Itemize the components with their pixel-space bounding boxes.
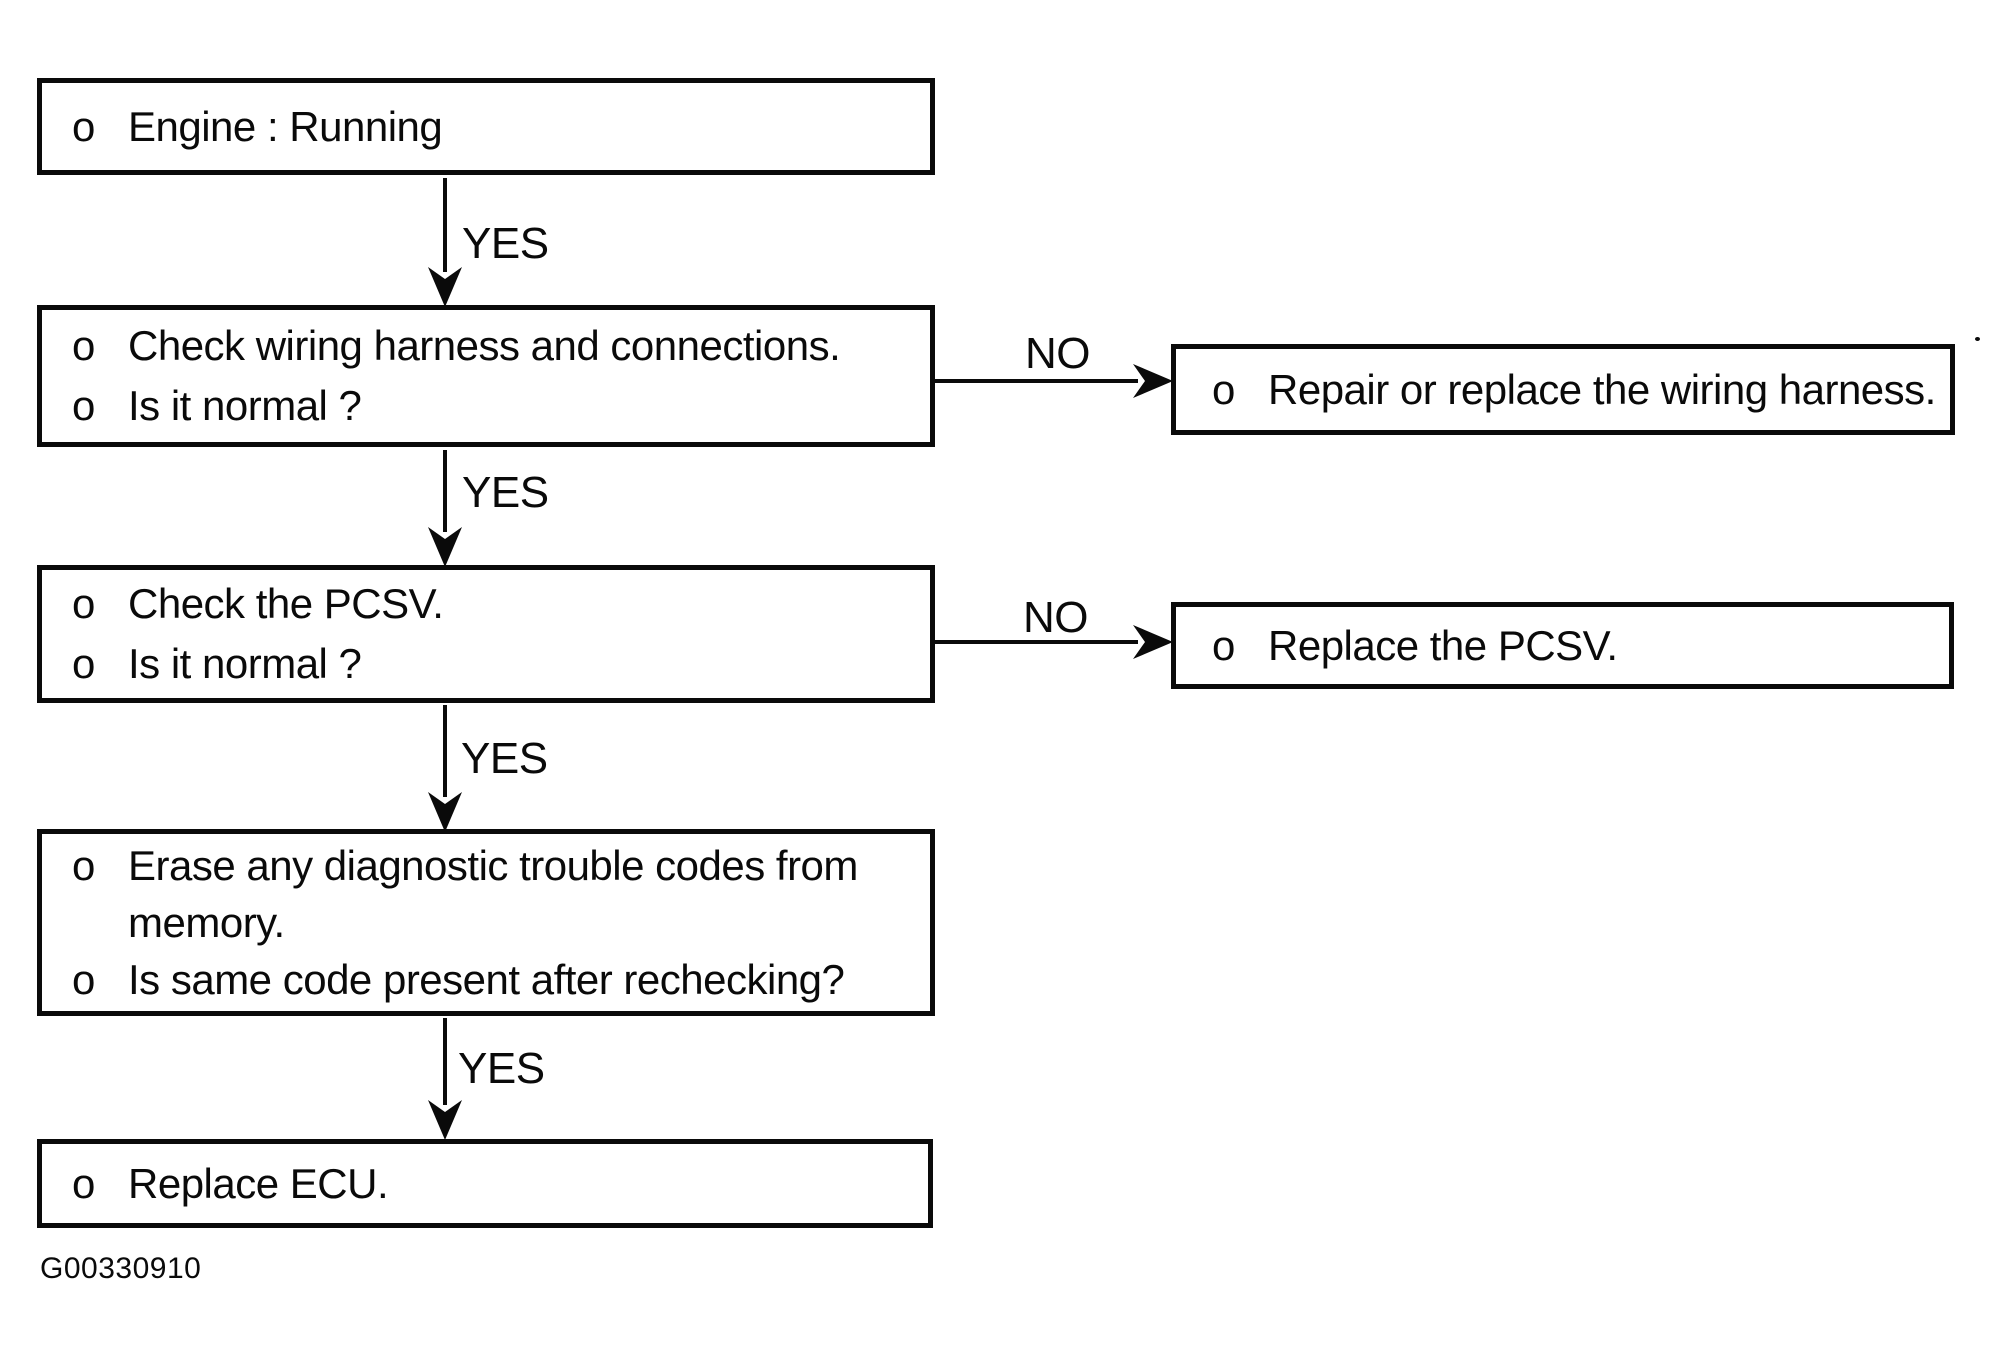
node-text: Repair or replace the wiring harness.	[1268, 365, 1936, 413]
node-text: Engine : Running	[128, 102, 443, 150]
bullet-marker: o	[1212, 365, 1235, 413]
node-line: o Is it normal ?	[72, 634, 920, 694]
bullet-marker: o	[72, 842, 95, 889]
node-text: Is same code present after rechecking?	[128, 956, 845, 1003]
node-erase-codes: o Erase any diagnostic trouble codes fro…	[37, 829, 935, 1016]
bullet-marker: o	[72, 580, 95, 627]
figure-id-caption: G00330910	[40, 1252, 202, 1285]
node-text: Replace ECU.	[128, 1159, 389, 1207]
arrow-erase-codes-to-replace-ecu	[428, 1018, 462, 1140]
node-text: Check wiring harness and connections.	[128, 322, 841, 369]
node-line: o Engine : Running	[72, 97, 920, 157]
node-line: o Erase any diagnostic trouble codes fro…	[72, 837, 920, 894]
bullet-marker	[72, 894, 128, 951]
arrow-engine-to-check-wiring	[428, 178, 462, 307]
node-line: o Replace ECU.	[72, 1154, 918, 1214]
node-line: memory.	[72, 894, 920, 951]
node-line: o Is it normal ?	[72, 376, 920, 436]
bullet-marker: o	[72, 322, 95, 369]
yes-label-4: YES	[458, 1044, 545, 1093]
node-line: o Check wiring harness and connections.	[72, 316, 920, 376]
no-label-2: NO	[1023, 593, 1089, 642]
bullet-marker: o	[72, 640, 95, 687]
no-label-1: NO	[1025, 329, 1091, 378]
bullet-marker: o	[72, 956, 95, 1003]
node-text: Erase any diagnostic trouble codes from	[128, 842, 858, 889]
scan-speck	[1975, 337, 1980, 341]
node-text: Check the PCSV.	[128, 580, 444, 627]
node-text: Is it normal ?	[128, 382, 362, 429]
arrow-check-pcsv-to-erase-codes	[428, 705, 462, 832]
bullet-marker: o	[72, 382, 95, 429]
node-line: o Repair or replace the wiring harness.	[1212, 360, 1940, 420]
node-text: Replace the PCSV.	[1268, 621, 1618, 669]
arrow-check-pcsv-to-replace-pcsv	[935, 625, 1173, 659]
node-replace-ecu: o Replace ECU.	[37, 1139, 933, 1228]
node-text: Is it normal ?	[128, 640, 362, 687]
yes-label-3: YES	[461, 734, 548, 783]
arrow-check-wiring-to-check-pcsv	[428, 450, 462, 567]
node-line: o Check the PCSV.	[72, 574, 920, 634]
bullet-marker: o	[72, 1159, 95, 1207]
yes-label-2: YES	[462, 468, 549, 517]
node-check-pcsv: o Check the PCSV. o Is it normal ?	[37, 565, 935, 703]
yes-label-1: YES	[462, 219, 549, 268]
node-line: o Is same code present after rechecking?	[72, 951, 920, 1008]
arrow-check-wiring-to-repair-wiring	[935, 364, 1173, 398]
node-text: memory.	[128, 899, 285, 946]
node-repair-wiring: o Repair or replace the wiring harness.	[1171, 344, 1955, 435]
node-engine-running: o Engine : Running	[37, 78, 935, 175]
node-line: o Replace the PCSV.	[1212, 616, 1939, 676]
node-check-wiring: o Check wiring harness and connections. …	[37, 305, 935, 447]
node-replace-pcsv: o Replace the PCSV.	[1171, 602, 1954, 689]
bullet-marker: o	[1212, 621, 1235, 669]
bullet-marker: o	[72, 102, 95, 150]
